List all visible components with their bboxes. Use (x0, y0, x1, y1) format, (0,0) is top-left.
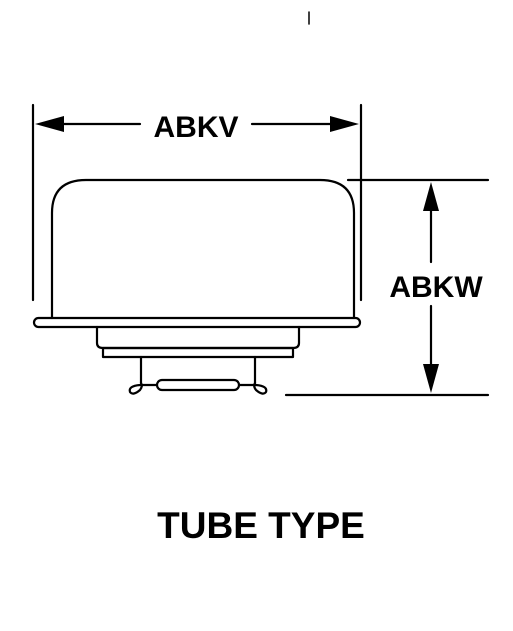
width-arrow-left (35, 116, 64, 132)
lead-loop-left (128, 381, 159, 395)
height-arrow-top (423, 182, 439, 211)
base-flange (32, 316, 362, 329)
base-collar (95, 325, 301, 350)
caption: TUBE TYPE (157, 505, 365, 546)
height-dimension-label: ABKW (389, 271, 483, 304)
height-arrow-bottom (423, 364, 439, 393)
lead-loop-right (237, 381, 268, 395)
width-arrow-right (330, 116, 359, 132)
bottom-plate (101, 346, 295, 359)
tube-dome (50, 178, 356, 320)
width-dimension-label: ABKV (153, 111, 238, 144)
glass-seal (155, 378, 241, 392)
